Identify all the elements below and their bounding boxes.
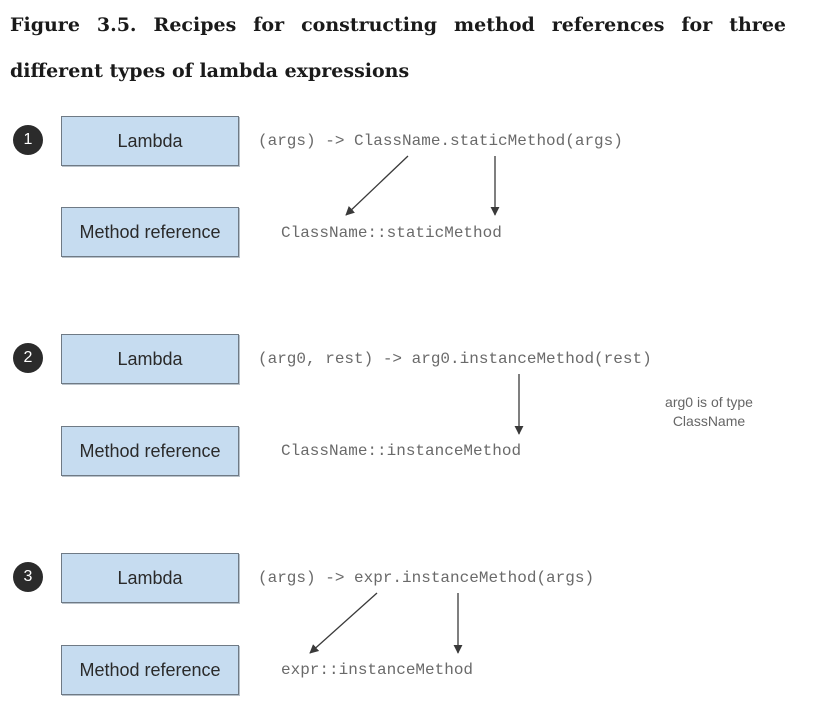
step-number-badge: 2 <box>13 343 43 373</box>
figure-caption: Figure 3.5. Recipes for constructing met… <box>10 14 786 82</box>
method-reference-code: ClassName::staticMethod <box>281 224 502 242</box>
method-reference-box: Method reference <box>61 426 239 476</box>
lambda-box: Lambda <box>61 334 239 384</box>
recipe-3-expr-arrow <box>309 592 378 654</box>
lambda-box: Lambda <box>61 553 239 603</box>
step-number-badge: 1 <box>13 125 43 155</box>
lambda-code: (arg0, rest) -> arg0.instanceMethod(rest… <box>258 350 652 368</box>
step-number-badge: 3 <box>13 562 43 592</box>
method-reference-code: ClassName::instanceMethod <box>281 442 522 460</box>
method-reference-code: expr::instanceMethod <box>281 661 474 679</box>
method-reference-box: Method reference <box>61 207 239 257</box>
method-reference-box: Method reference <box>61 645 239 695</box>
arg0-type-note: arg0 is of type ClassName <box>665 394 753 429</box>
lambda-code: (args) -> ClassName.staticMethod(args) <box>258 132 623 150</box>
recipe-1-class-arrow <box>345 155 409 216</box>
lambda-code: (args) -> expr.instanceMethod(args) <box>258 569 595 587</box>
lambda-box: Lambda <box>61 116 239 166</box>
